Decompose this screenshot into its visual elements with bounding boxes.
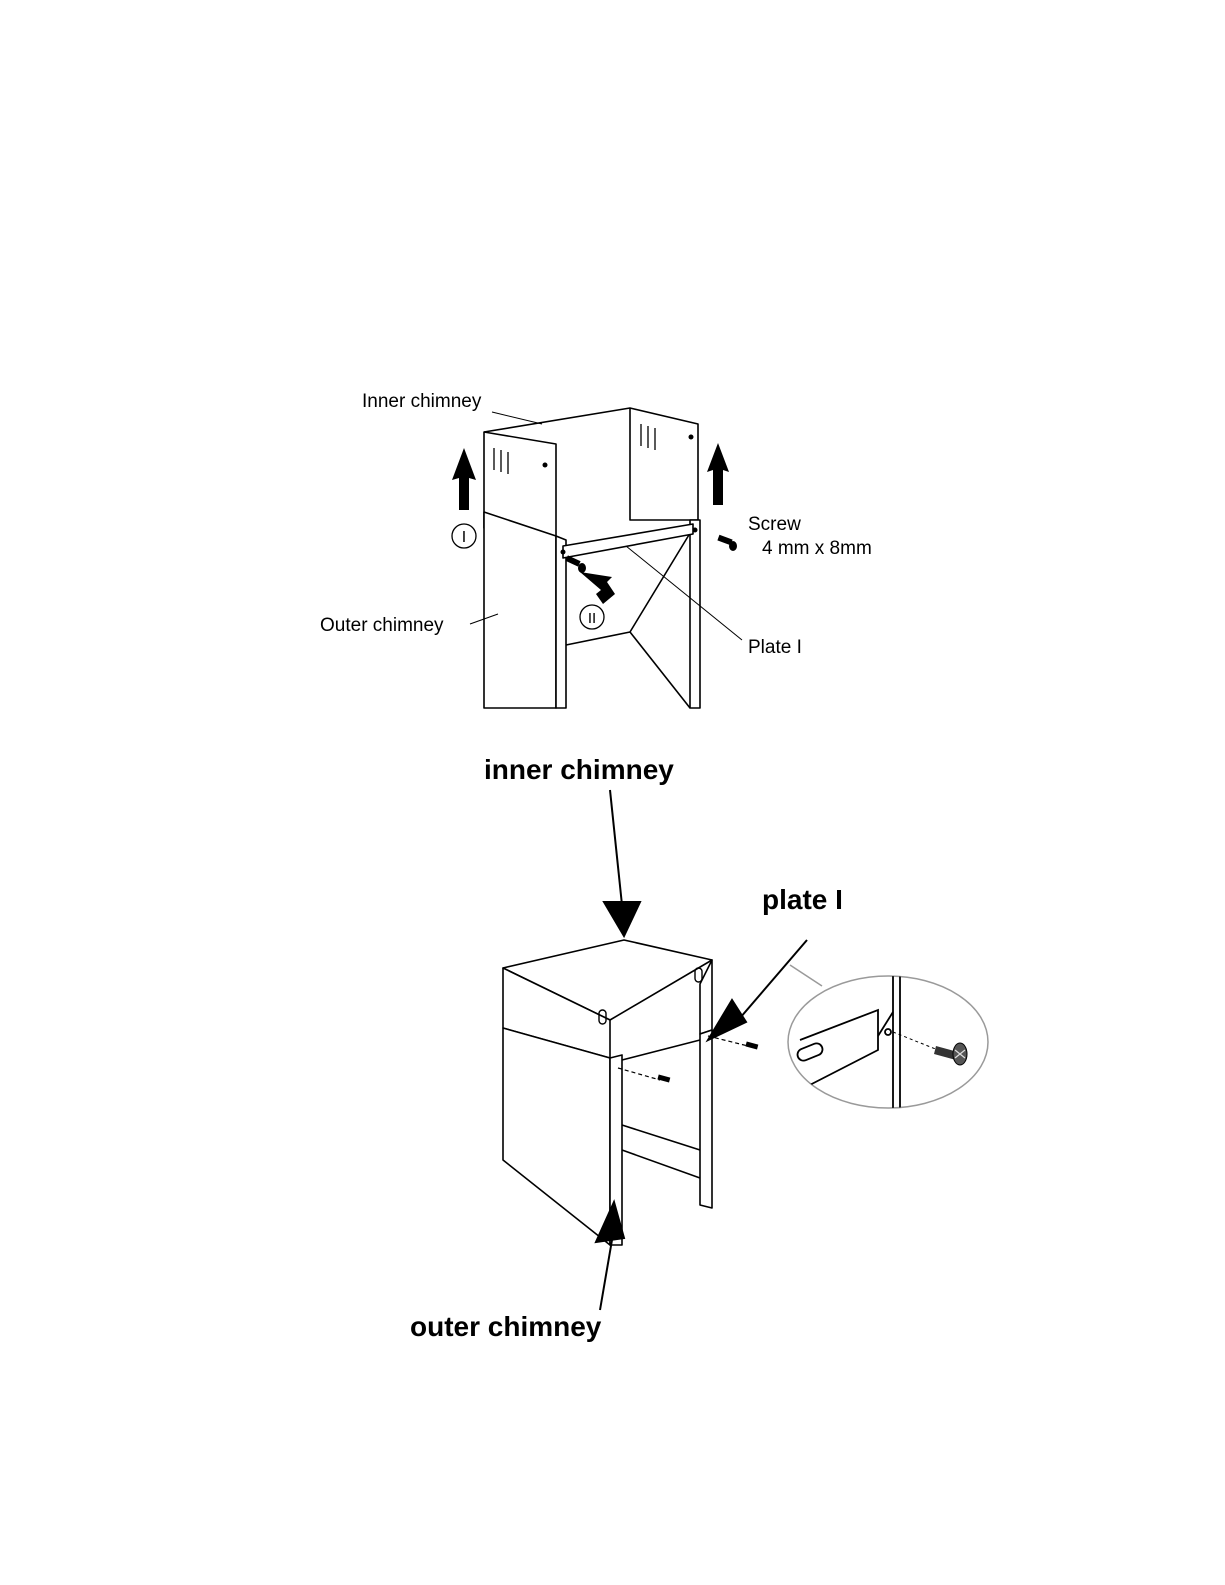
screw-icon-front [565, 555, 586, 573]
outer-chimney-flange-right [690, 520, 700, 708]
arrow-down-icon [604, 902, 640, 936]
screw-size-label: 4 mm x 8mm [762, 538, 872, 560]
plate-heading: plate I [762, 884, 843, 916]
screw-icon-detail [657, 1075, 670, 1083]
lift-arrow-icon-right [707, 443, 729, 505]
outer-chimney-label: Outer chimney [320, 615, 444, 637]
screw-icon [717, 535, 737, 551]
push-arrow-icon [580, 572, 615, 604]
inner-chimney-label: Inner chimney [362, 391, 481, 413]
plate-label: Plate I [748, 637, 802, 659]
outer-chimney-right-flange [700, 1030, 712, 1208]
screw-label: Screw [748, 514, 801, 536]
lift-arrow-icon [452, 448, 476, 510]
chimney-detail-figure [380, 740, 1020, 1360]
screw-icon-detail-right [745, 1042, 758, 1050]
outer-chimney-left-face [503, 1028, 610, 1245]
outer-chimney-heading: outer chimney [410, 1311, 601, 1343]
inner-chimney-top-edge [484, 408, 630, 432]
step-two-text: II [588, 610, 596, 627]
inner-chimney-heading: inner chimney [484, 754, 674, 786]
inner-chimney-right-panel [630, 408, 698, 520]
detail-inset [788, 965, 988, 1110]
step-one-text: I [462, 529, 466, 546]
outer-chimney-left-panel [484, 512, 556, 708]
outer-chimney-flange-left [556, 536, 566, 708]
arrow-left-icon [708, 1000, 746, 1040]
plate-one-bar [563, 524, 693, 558]
outer-chimney-right-inner-edge [630, 632, 690, 708]
